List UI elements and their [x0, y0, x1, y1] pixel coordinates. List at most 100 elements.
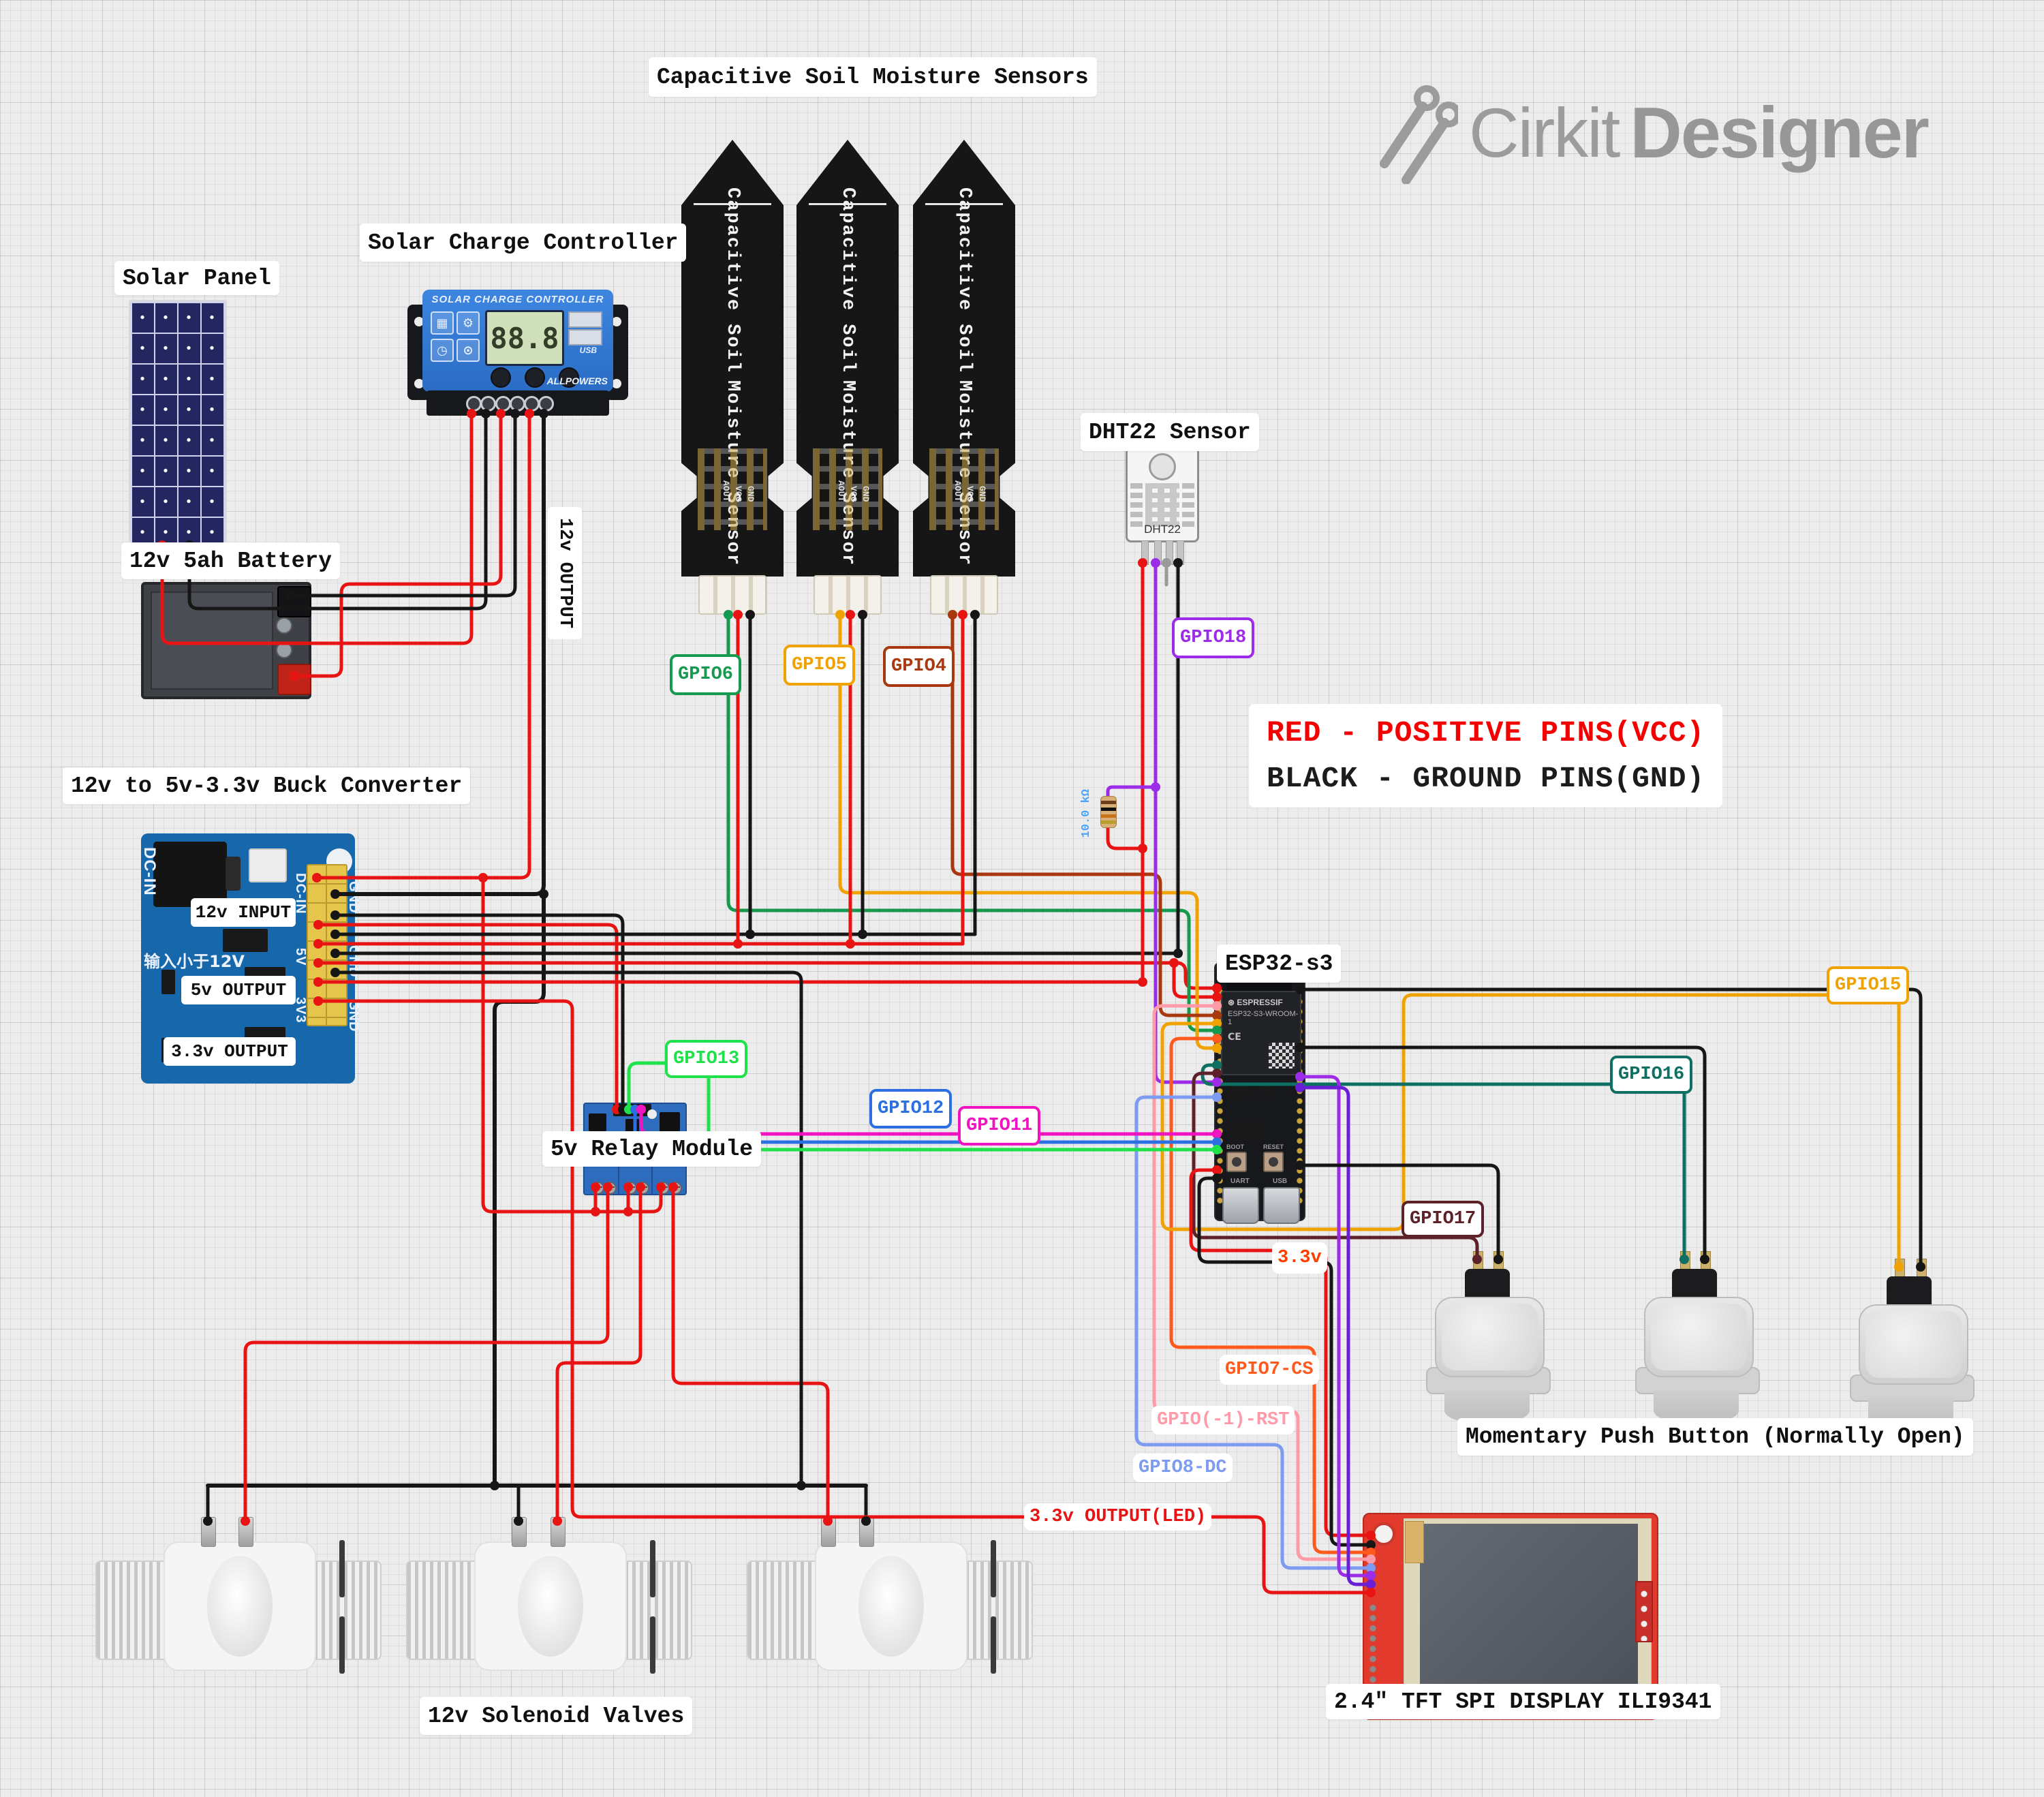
- sensor-pads: [698, 448, 767, 530]
- chip-gpio15[interactable]: GPIO15: [1827, 966, 1910, 1004]
- chip-33v-output-led[interactable]: 3.3v OUTPUT(LED): [1024, 1503, 1212, 1531]
- label-valves-title[interactable]: 12v Solenoid Valves: [420, 1697, 693, 1735]
- controller-button[interactable]: [559, 367, 579, 388]
- chip-gpio12[interactable]: GPIO12: [869, 1089, 953, 1128]
- valve-body: [815, 1541, 967, 1671]
- chip-3v3[interactable]: 3.3v: [1272, 1242, 1327, 1274]
- battery-terminal-negative[interactable]: [277, 586, 311, 617]
- chip-gpio8-dc[interactable]: GPIO8-DC: [1133, 1454, 1233, 1482]
- controller-button[interactable]: [491, 367, 511, 388]
- battery-terminal-positive[interactable]: [277, 664, 311, 695]
- chip-gpio18[interactable]: GPIO18: [1172, 617, 1255, 658]
- wire-buckgnd-to-relay[interactable]: [332, 913, 625, 1111]
- push-button-2[interactable]: [1635, 1251, 1760, 1428]
- chip-gpio17[interactable]: GPIO17: [1402, 1201, 1485, 1238]
- wire-junction: [591, 1207, 600, 1216]
- solar-charge-controller[interactable]: SOLAR CHARGE CONTROLLER ▦ ⚙ ◷ ⊙ 88.8 USB…: [407, 290, 628, 416]
- controller-terminal[interactable]: [524, 396, 540, 412]
- label-buck-title[interactable]: 12v to 5v-3.3v Buck Converter: [63, 767, 471, 804]
- esp32-usb-connector[interactable]: [1263, 1187, 1300, 1224]
- wire-esp-33-aux[interactable]: [1172, 961, 1219, 999]
- wire-esp-mosi-to-tft[interactable]: [1298, 1075, 1373, 1578]
- controller-hole: [414, 379, 424, 388]
- label-12v-output[interactable]: 12v OUTPUT: [548, 507, 582, 639]
- controller-button[interactable]: [525, 367, 545, 388]
- chip-gpio6[interactable]: GPIO6: [670, 654, 742, 695]
- sensor-pin-vcc: VCC: [848, 485, 858, 502]
- sensor-connector: [814, 575, 882, 615]
- chip-gpio-rst[interactable]: GPIO(-1)-RST: [1151, 1406, 1295, 1434]
- wire-relay-ch1-to-valve1[interactable]: [243, 1185, 610, 1523]
- push-button-1[interactable]: [1426, 1251, 1551, 1428]
- label-relay-title[interactable]: 5v Relay Module: [542, 1131, 762, 1167]
- dht22-sensor[interactable]: DHT22: [1126, 446, 1199, 565]
- relay-ic: [625, 1119, 639, 1133]
- wire-load-12v-negative[interactable]: [332, 414, 546, 896]
- wire-relay-ch2-to-valve2[interactable]: [555, 1185, 642, 1523]
- push-button-3[interactable]: [1850, 1259, 1975, 1436]
- wire-solar-negative[interactable]: [187, 414, 488, 611]
- sensor-pin-vcc: VCC: [965, 485, 975, 502]
- chip-gpio5[interactable]: GPIO5: [784, 645, 856, 686]
- chip-gpio4[interactable]: GPIO4: [883, 646, 955, 687]
- wire-relay-ch3-to-valve3[interactable]: [671, 1185, 830, 1523]
- cirkit-designer-logo: Cirkit Designer: [1376, 82, 1930, 184]
- esp32-boot-button[interactable]: [1226, 1152, 1247, 1172]
- chip-gpio11[interactable]: GPIO11: [958, 1106, 1041, 1146]
- chip-gpio16[interactable]: GPIO16: [1610, 1056, 1693, 1094]
- wire-buck5v-to-relay[interactable]: [318, 923, 619, 1111]
- wire-junction: [846, 939, 855, 949]
- valve-bar: [650, 1616, 655, 1674]
- wire-esp-gnd-to-btn3[interactable]: [1298, 987, 1923, 1269]
- button-cap[interactable]: [1435, 1297, 1545, 1377]
- relay-terminal[interactable]: [604, 1182, 617, 1195]
- controller-terminal[interactable]: [495, 396, 511, 412]
- button-cap[interactable]: [1859, 1304, 1968, 1385]
- esp32-reset-button[interactable]: [1263, 1152, 1284, 1172]
- controller-terminal[interactable]: [538, 396, 554, 412]
- esp32-smd: [1229, 1084, 1250, 1100]
- chip-gpio13[interactable]: GPIO13: [665, 1040, 748, 1078]
- resistor-10k[interactable]: [1100, 796, 1117, 828]
- solenoid-valve-3[interactable]: [747, 1517, 1033, 1676]
- controller-terminal[interactable]: [466, 396, 482, 412]
- wire-resistor-bottom[interactable]: [1106, 825, 1145, 850]
- esp32-s3-board[interactable]: ⊛ ESPRESSIF ESP32-S3-WROOM-1 CE BOOT RES…: [1214, 962, 1305, 1224]
- label-controller-title[interactable]: Solar Charge Controller: [360, 224, 687, 262]
- sensor-line: [809, 202, 886, 205]
- relay-terminal[interactable]: [624, 1182, 637, 1195]
- wire-gnd-down-to-valves[interactable]: [493, 892, 546, 1488]
- relay-terminal[interactable]: [591, 1182, 604, 1195]
- wire-buck33-to-tft-led[interactable]: [318, 999, 1373, 1595]
- battery-12v[interactable]: [141, 582, 311, 699]
- relay-terminal[interactable]: [657, 1182, 670, 1195]
- label-battery-title[interactable]: 12v 5ah Battery: [121, 542, 341, 579]
- label-esp32-title[interactable]: ESP32-s3: [1217, 944, 1342, 983]
- esp32-uart-connector[interactable]: [1222, 1187, 1259, 1224]
- label-buttons-title[interactable]: Momentary Push Button (Normally Open): [1457, 1418, 1973, 1456]
- label-tft-title[interactable]: 2.4" TFT SPI DISPLAY ILI9341: [1326, 1684, 1720, 1719]
- solenoid-valve-1[interactable]: [95, 1517, 382, 1676]
- button-cap[interactable]: [1644, 1297, 1754, 1377]
- label-dht-title[interactable]: DHT22 Sensor: [1081, 413, 1259, 451]
- label-panel-title[interactable]: Solar Panel: [114, 261, 279, 295]
- logo-text-light: Cirkit: [1469, 93, 1620, 172]
- controller-terminal[interactable]: [510, 396, 525, 412]
- relay-terminal[interactable]: [636, 1182, 649, 1195]
- controller-usb-port: [568, 329, 602, 345]
- wire-esp-sck-to-tft[interactable]: [1298, 1086, 1373, 1586]
- wire-buck5v-to-esp[interactable]: [318, 961, 1219, 990]
- controller-terminal[interactable]: [480, 396, 496, 412]
- solenoid-valve-2[interactable]: [406, 1517, 692, 1676]
- sensor-connector: [698, 575, 766, 615]
- relay-terminal[interactable]: [669, 1182, 682, 1195]
- wire-load-12v-positive[interactable]: [315, 414, 531, 880]
- valve-terminal-positive: [551, 1517, 566, 1547]
- wire-resistor-top[interactable]: [1106, 785, 1158, 798]
- solar-panel[interactable]: [129, 300, 227, 554]
- label-sensors-title[interactable]: Capacitive Soil Moisture Sensors: [649, 57, 1097, 97]
- chip-gpio7-cs[interactable]: GPIO7-CS: [1220, 1355, 1319, 1385]
